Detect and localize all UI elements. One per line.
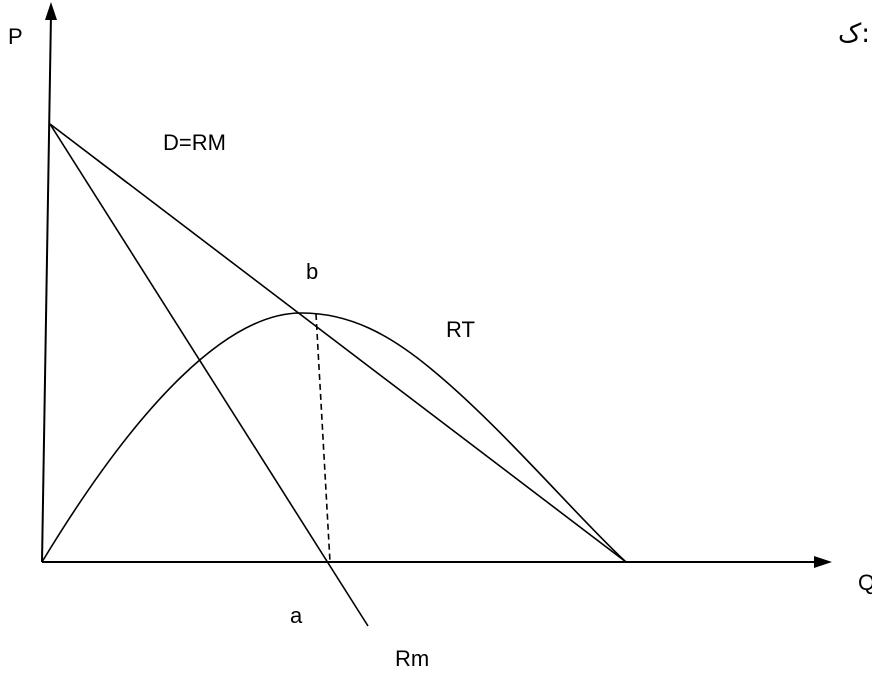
y-axis-label: P [8, 24, 23, 49]
total-revenue-curve [41, 312, 627, 563]
point-a-label: a [290, 603, 303, 628]
total-revenue-label: RT [446, 317, 475, 342]
dashed-guide-line [315, 313, 331, 563]
demand-line [49, 123, 627, 563]
y-axis-arrowhead [45, 2, 57, 20]
y-axis [41, 13, 52, 563]
point-b-label: b [306, 259, 318, 284]
demand-label: D=RM [163, 130, 226, 155]
marginal-revenue-line [49, 123, 369, 627]
x-axis-label: Q [858, 570, 872, 595]
marginal-revenue-label: Rm [395, 646, 429, 671]
x-axis-arrowhead [814, 556, 832, 568]
corner-text: ک: [838, 19, 870, 49]
